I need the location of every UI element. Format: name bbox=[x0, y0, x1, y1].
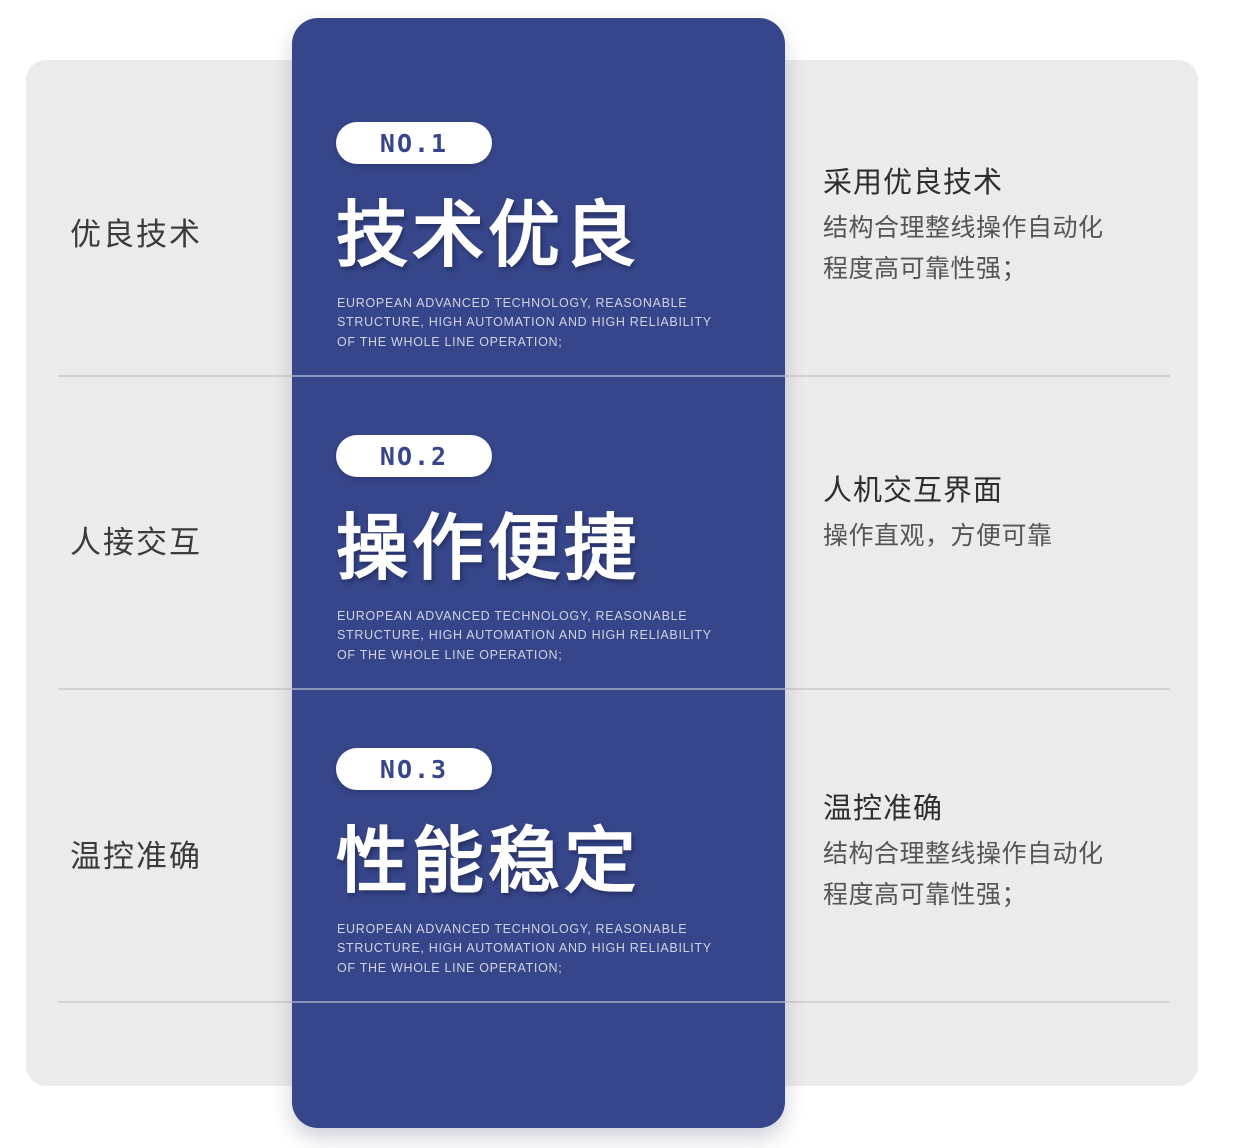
right-line-row-3-1: 结构合理整线操作自动化 bbox=[823, 840, 1104, 869]
card-heading-3: 性能稳定 bbox=[336, 822, 641, 902]
right-text-row-3: 温控准确 结构合理整线操作自动化 程度高可靠性强； bbox=[823, 788, 1193, 917]
highlight-card-stack: NO.1 技术优良 EUROPEAN ADVANCED TECHNOLOGY, … bbox=[292, 18, 785, 1128]
card-badge-2: NO.2 bbox=[336, 435, 492, 477]
right-title-row-2: 人机交互界面 bbox=[823, 475, 1004, 507]
card-english-3-line-3: OF THE WHOLE LINE OPERATION; bbox=[337, 960, 563, 975]
card-english-2: EUROPEAN ADVANCED TECHNOLOGY, REASONABLE… bbox=[337, 607, 737, 665]
card-english-3: EUROPEAN ADVANCED TECHNOLOGY, REASONABLE… bbox=[337, 920, 737, 978]
card-english-1-line-3: OF THE WHOLE LINE OPERATION; bbox=[337, 334, 563, 349]
card-rule-2 bbox=[292, 688, 785, 690]
card-rule-3 bbox=[292, 1001, 785, 1003]
card-english-1-line-1: EUROPEAN ADVANCED TECHNOLOGY, REASONABLE bbox=[337, 296, 688, 310]
right-line-row-2-1: 操作直观，方便可靠 bbox=[823, 522, 1053, 551]
card-english-3-line-1: EUROPEAN ADVANCED TECHNOLOGY, REASONABLE bbox=[337, 922, 688, 936]
card-badge-label-3: NO.3 bbox=[379, 754, 449, 784]
left-label-row-2: 人接交互 bbox=[70, 525, 202, 560]
card-english-1-line-2: STRUCTURE, HIGH AUTOMATION AND HIGH RELI… bbox=[337, 315, 712, 330]
card-heading-1: 技术优良 bbox=[336, 196, 641, 276]
card-english-3-line-2: STRUCTURE, HIGH AUTOMATION AND HIGH RELI… bbox=[337, 941, 712, 956]
right-line-row-1-2: 程度高可靠性强； bbox=[823, 255, 1028, 284]
card-badge-label-1: NO.1 bbox=[379, 128, 449, 158]
left-label-row-3: 温控准确 bbox=[70, 839, 202, 874]
right-line-row-3-2: 程度高可靠性强； bbox=[823, 881, 1028, 910]
card-badge-3: NO.3 bbox=[336, 748, 492, 790]
card-badge-1: NO.1 bbox=[336, 122, 492, 164]
card-heading-2: 操作便捷 bbox=[336, 509, 641, 589]
card-english-1: EUROPEAN ADVANCED TECHNOLOGY, REASONABLE… bbox=[337, 294, 737, 352]
right-text-row-1: 采用优良技术 结构合理整线操作自动化 程度高可靠性强； bbox=[823, 162, 1193, 291]
left-label-row-1: 优良技术 bbox=[70, 217, 202, 252]
card-badge-label-2: NO.2 bbox=[379, 441, 449, 471]
right-title-row-1: 采用优良技术 bbox=[823, 167, 1004, 199]
right-line-row-1-1: 结构合理整线操作自动化 bbox=[823, 214, 1104, 243]
card-english-2-line-3: OF THE WHOLE LINE OPERATION; bbox=[337, 647, 563, 662]
card-rule-1 bbox=[292, 375, 785, 377]
right-text-row-2: 人机交互界面 操作直观，方便可靠 bbox=[823, 470, 1193, 557]
right-title-row-3: 温控准确 bbox=[823, 793, 944, 825]
card-english-2-line-1: EUROPEAN ADVANCED TECHNOLOGY, REASONABLE bbox=[337, 609, 688, 623]
card-english-2-line-2: STRUCTURE, HIGH AUTOMATION AND HIGH RELI… bbox=[337, 628, 712, 643]
